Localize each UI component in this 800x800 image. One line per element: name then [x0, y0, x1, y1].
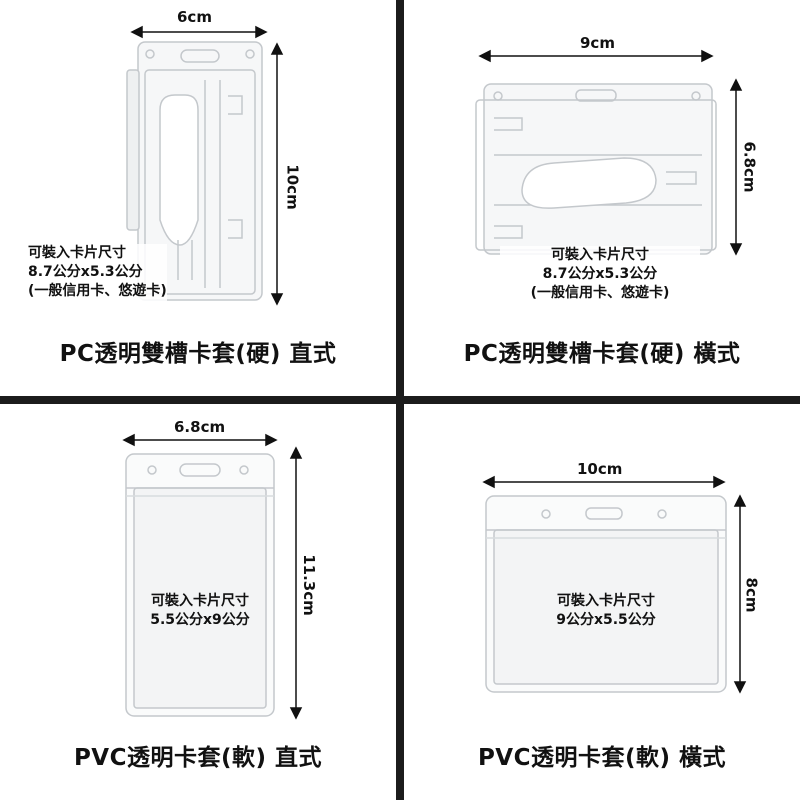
height-arrow: [270, 42, 284, 306]
pvc-vertical-illustration: [122, 433, 303, 720]
soft-card-holder-horizontal: [485, 495, 727, 693]
height-arrow: [289, 446, 303, 720]
height-arrow: [729, 78, 743, 256]
panel-pvc-vertical: 6.8cm 11.3cm 可裝入卡片尺寸 5.5公分x9公分 PVC透明卡套(軟…: [0, 404, 396, 800]
height-label: 6.8cm: [740, 141, 759, 193]
card-size-note: 可裝入卡片尺寸 8.7公分x5.3公分 (一般信用卡、悠遊卡): [28, 244, 167, 301]
width-arrow: [130, 25, 268, 39]
width-arrow: [478, 49, 714, 63]
hard-card-holder-horizontal: [475, 83, 717, 255]
pvc-horizontal-illustration: [482, 475, 747, 694]
width-label: 10cm: [577, 460, 623, 478]
panel-pc-vertical: 6cm 10cm 可裝入卡片尺寸 8.7公分x5.3公分 (一般信用卡、悠遊卡)…: [0, 0, 396, 396]
caption: PC透明雙槽卡套(硬) 直式: [59, 341, 337, 367]
height-arrow: [733, 494, 747, 694]
width-label: 6.8cm: [174, 418, 226, 436]
card-size-note: 可裝入卡片尺寸 8.7公分x5.3公分 (一般信用卡、悠遊卡): [500, 246, 700, 303]
card-size-note: 可裝入卡片尺寸 5.5公分x9公分: [150, 593, 250, 628]
soft-card-holder-vertical: [125, 453, 275, 717]
width-arrow: [122, 433, 278, 447]
caption: PVC透明卡套(軟) 直式: [73, 745, 323, 771]
height-label: 10cm: [283, 164, 302, 210]
width-arrow: [482, 475, 726, 489]
height-label: 11.3cm: [299, 554, 318, 616]
panel-pvc-horizontal: 10cm 8cm 可裝入卡片尺寸 9公分x5.5公分 PVC透明卡套(軟) 橫式: [404, 404, 800, 800]
panel-pc-horizontal: 9cm 6.8cm 可裝入卡片尺寸 8.7公分x5.3公分 (一般信用卡、悠遊卡…: [404, 0, 800, 396]
hard-card-holder-vertical: [126, 41, 263, 301]
card-size-note: 可裝入卡片尺寸 9公分x5.5公分: [556, 593, 656, 628]
pc-vertical-illustration: [126, 25, 284, 306]
pc-horizontal-illustration: [475, 49, 743, 256]
caption: PVC透明卡套(軟) 橫式: [477, 745, 727, 771]
width-label: 6cm: [177, 8, 212, 26]
width-label: 9cm: [580, 34, 615, 52]
caption: PC透明雙槽卡套(硬) 橫式: [463, 341, 741, 367]
height-label: 8cm: [742, 577, 761, 613]
